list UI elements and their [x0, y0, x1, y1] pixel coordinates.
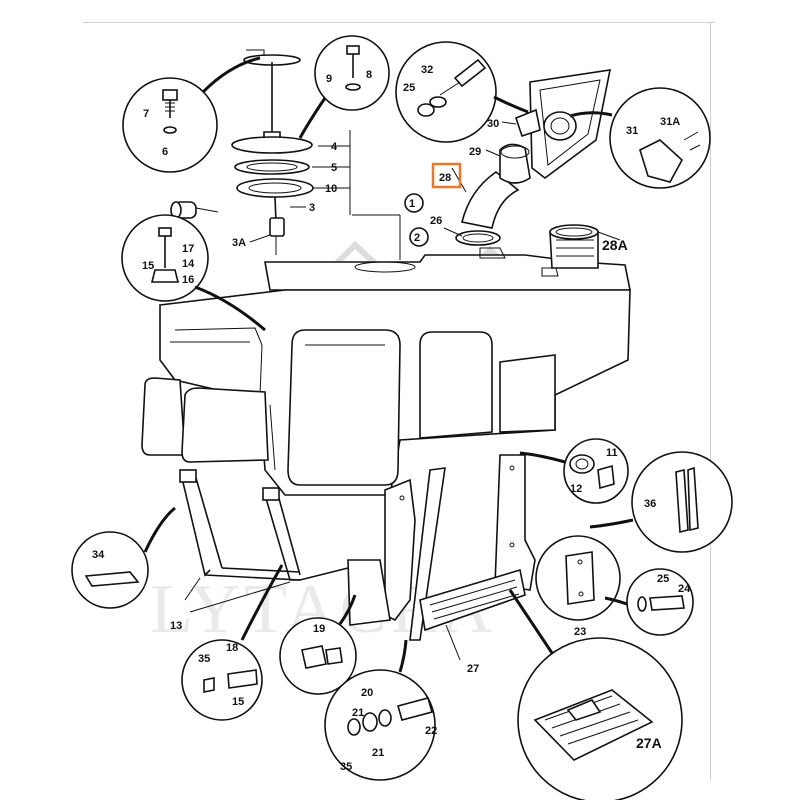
- detail-circle-pad-34: [71, 506, 176, 609]
- callout-17: 17: [182, 243, 194, 255]
- callout-31a: 31A: [660, 116, 680, 128]
- fuel-tank: [141, 224, 631, 496]
- callout-7: 7: [143, 108, 149, 120]
- callout-21-lower: 21: [372, 747, 384, 759]
- detail-circle-cap-31: [569, 87, 711, 189]
- callout-27: 27: [467, 663, 479, 675]
- detail-circle-bolt-32-25: [395, 41, 529, 143]
- callout-6: 6: [162, 146, 168, 158]
- filler-hose: [455, 143, 531, 246]
- callout-labels: 1 2 3 3A 4 5 6 7 8 9 10 11 12 13 14 15 1…: [92, 64, 691, 773]
- callout-29: 29: [469, 146, 481, 158]
- callout-1: 1: [409, 198, 415, 210]
- callout-10: 10: [325, 183, 337, 195]
- callout-25-right: 25: [657, 573, 669, 585]
- right-border-line: [710, 22, 711, 780]
- callout-27a: 27A: [636, 735, 662, 751]
- detail-circle-bolt-9-8: [298, 35, 390, 139]
- callout-36: 36: [644, 498, 656, 510]
- callout-22: 22: [425, 725, 437, 737]
- callout-circle-1: [404, 193, 424, 213]
- callout-25-top: 25: [403, 82, 415, 94]
- callout-32: 32: [421, 64, 433, 76]
- rubber-plug: [170, 201, 219, 219]
- callout-12: 12: [570, 483, 582, 495]
- callout-3: 3: [309, 202, 315, 214]
- callout-15-top: 15: [142, 260, 154, 272]
- callout-8: 8: [366, 69, 372, 81]
- detail-circle-bolt-22-20: [324, 639, 436, 781]
- callout-35-bottom: 35: [340, 761, 352, 773]
- callout-24: 24: [678, 583, 691, 595]
- callout-9: 9: [326, 73, 332, 85]
- callout-26: 26: [430, 215, 442, 227]
- top-border-line: [83, 22, 715, 23]
- callout-31: 31: [626, 125, 638, 137]
- callout-15-bottom: 15: [232, 696, 244, 708]
- callout-30: 30: [487, 118, 499, 130]
- callout-11: 11: [606, 447, 618, 459]
- callout-21-upper: 21: [352, 707, 364, 719]
- callout-18: 18: [226, 642, 238, 654]
- callout-28a: 28A: [602, 237, 628, 253]
- detail-circle-step-27a: [508, 589, 683, 800]
- callout-14: 14: [182, 258, 195, 270]
- detail-circle-bolt-17-14: [121, 214, 266, 332]
- detail-circle-bolt-25-24: [604, 568, 694, 636]
- callout-13: 13: [170, 620, 182, 632]
- detail-circle-bolt-7-6: [122, 56, 261, 173]
- fuel-sender-unit: [231, 49, 401, 260]
- callout-19: 19: [313, 623, 325, 635]
- callout-5: 5: [331, 162, 337, 174]
- tank-straps: [179, 469, 381, 581]
- callout-34: 34: [92, 549, 105, 561]
- callout-2: 2: [414, 232, 420, 244]
- callout-28: 28: [439, 172, 451, 184]
- callout-35-left: 35: [198, 653, 210, 665]
- detail-circle-washer-11-12: [519, 438, 629, 504]
- filler-housing: [515, 69, 612, 180]
- callout-3a: 3A: [232, 237, 246, 249]
- callout-20: 20: [361, 687, 373, 699]
- callout-4: 4: [331, 141, 338, 153]
- highlighted-part-frame: [431, 162, 462, 189]
- detail-circle-plate-23: [535, 535, 621, 621]
- detail-circle-clip-19: [279, 594, 357, 695]
- detail-circle-bolt-18-35: [181, 564, 284, 721]
- callout-16: 16: [182, 274, 194, 286]
- detail-circle-channel-36: [589, 451, 733, 553]
- mounting-bracket: [347, 454, 536, 641]
- callout-23: 23: [574, 626, 586, 638]
- callout-circle-2: [409, 227, 429, 247]
